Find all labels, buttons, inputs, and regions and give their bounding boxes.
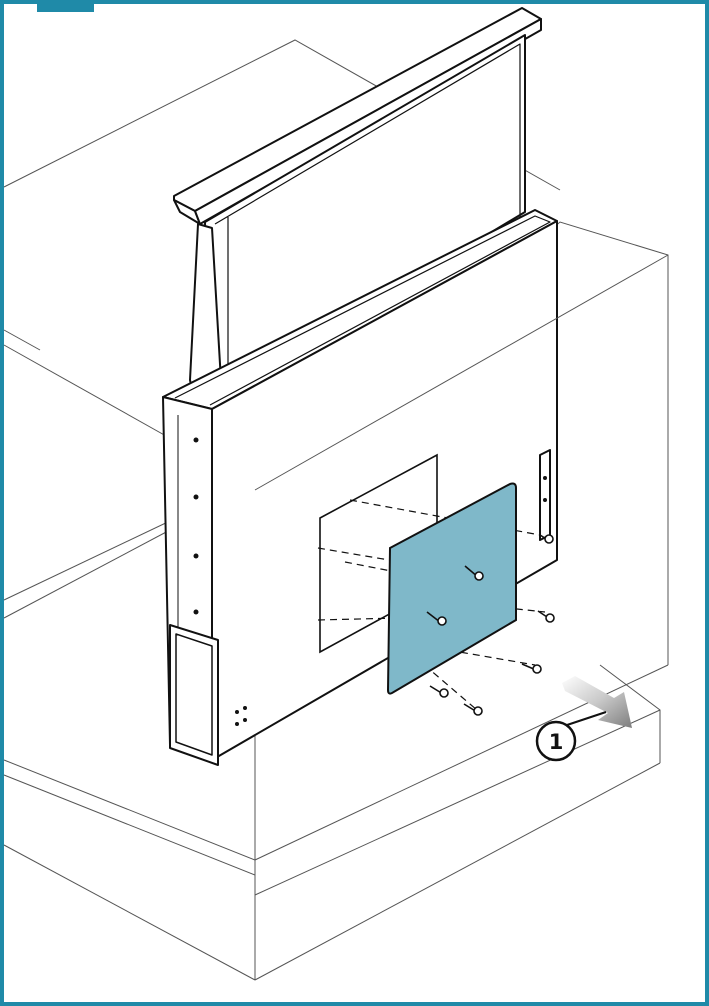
direction-arrow-icon <box>562 676 632 728</box>
cover-plate <box>386 482 517 695</box>
cabinet-front-face <box>254 254 669 491</box>
screw-icon <box>426 534 555 716</box>
callout-label: 1 <box>549 730 564 754</box>
downdraft-hood <box>162 7 558 766</box>
step-tab <box>37 0 94 12</box>
mounting-holes <box>193 437 547 726</box>
callout-circle: 1 <box>535 711 607 762</box>
